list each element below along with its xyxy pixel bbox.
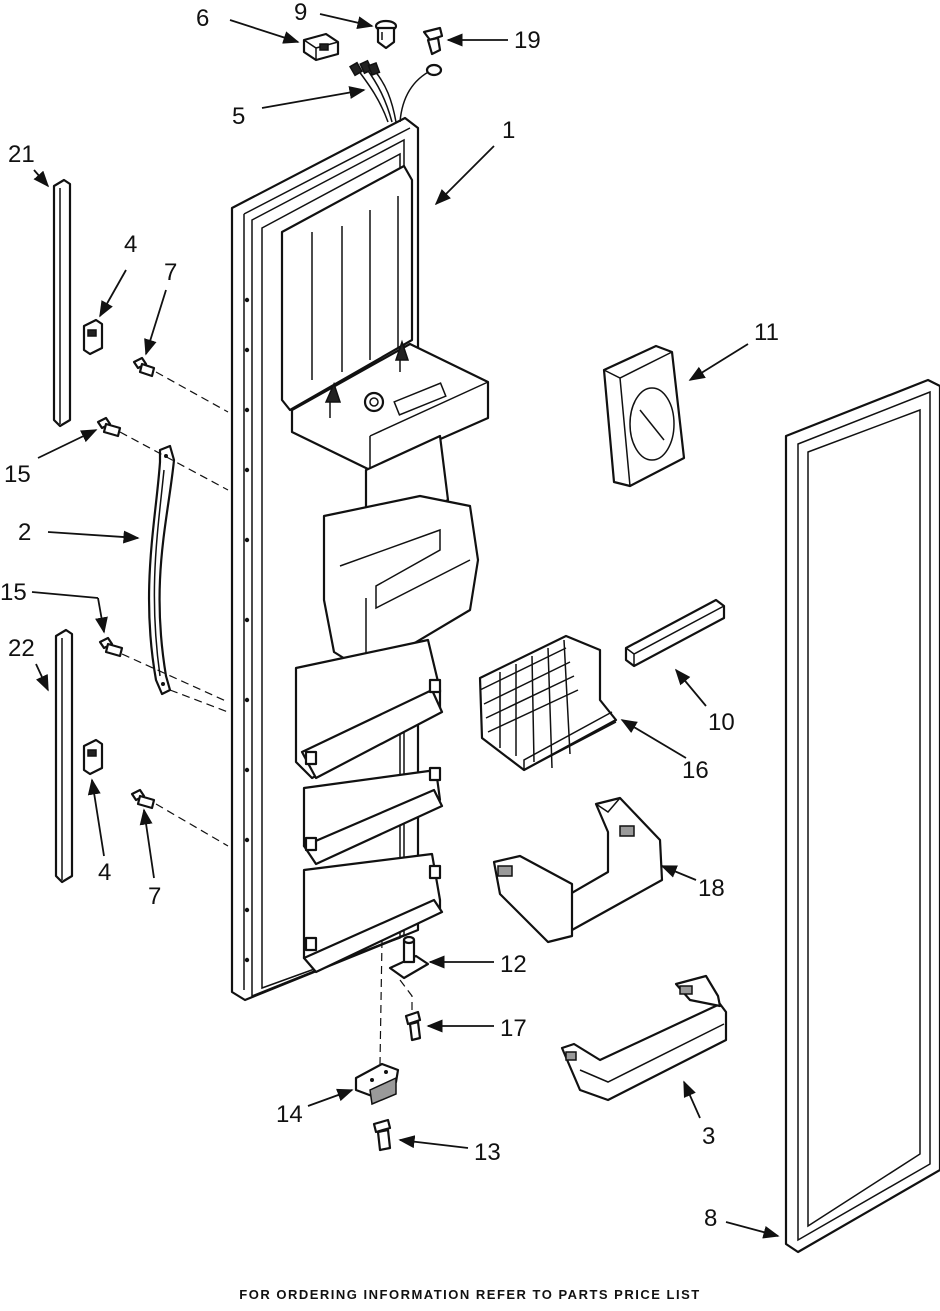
callout-13: 13 <box>474 1139 501 1166</box>
callout-8: 8 <box>704 1205 717 1232</box>
callout-labels: 6 9 19 5 1 21 4 7 11 15 2 15 22 10 16 4 … <box>0 0 779 1232</box>
wire-basket-part <box>478 634 618 772</box>
rail-10-part <box>624 598 726 668</box>
trim-strip-21-part <box>52 178 72 428</box>
screw-15-upper-part <box>96 416 122 438</box>
callout-7-upper: 7 <box>164 259 177 286</box>
callout-11: 11 <box>754 319 779 346</box>
callout-9: 9 <box>294 0 307 26</box>
callout-19: 19 <box>514 27 541 54</box>
callout-15-lower: 15 <box>0 579 27 606</box>
trim-strip-22-part <box>54 628 74 884</box>
bracket-18-part <box>492 796 664 944</box>
screw-7-lower-part <box>130 788 156 810</box>
screw-7-upper-part <box>132 356 156 378</box>
callout-4-lower: 4 <box>98 859 111 886</box>
screw-17-part <box>404 1010 422 1042</box>
callout-2: 2 <box>18 519 31 546</box>
door-bin-part <box>560 974 728 1102</box>
screw-15-lower-part <box>98 636 124 658</box>
callout-7-lower: 7 <box>148 883 161 910</box>
door-panel-part <box>230 116 490 1002</box>
callout-6: 6 <box>196 5 209 32</box>
callout-14: 14 <box>276 1101 303 1128</box>
hinge-bracket-14-part <box>354 1062 400 1106</box>
callout-21: 21 <box>8 141 35 168</box>
callout-16: 16 <box>682 757 709 784</box>
leader-lines <box>31 13 780 1239</box>
screw-13-part <box>372 1118 392 1152</box>
callout-5: 5 <box>232 103 245 130</box>
callout-22: 22 <box>8 635 35 662</box>
filter-cover-part <box>602 344 686 488</box>
callout-15-upper: 15 <box>4 461 31 488</box>
callout-1: 1 <box>502 117 515 144</box>
clip-4-upper-part <box>82 318 104 356</box>
screw-19-part <box>422 26 444 56</box>
callout-3: 3 <box>702 1123 715 1150</box>
callout-10: 10 <box>708 709 735 736</box>
callout-12: 12 <box>500 951 527 978</box>
light-socket-part <box>374 19 398 50</box>
callout-18: 18 <box>698 875 725 902</box>
wire-harness-part <box>349 59 443 123</box>
callout-17: 17 <box>500 1015 527 1042</box>
clip-4-lower-part <box>82 738 104 776</box>
ordering-info-footer: FOR ORDERING INFORMATION REFER TO PARTS … <box>239 1287 701 1302</box>
callout-4-upper: 4 <box>124 231 137 258</box>
door-handle-part <box>147 444 176 696</box>
door-screw-holes <box>244 297 250 963</box>
hinge-pin-12-part <box>388 935 430 980</box>
door-gasket-part <box>784 378 940 1254</box>
switch-part <box>302 32 340 62</box>
